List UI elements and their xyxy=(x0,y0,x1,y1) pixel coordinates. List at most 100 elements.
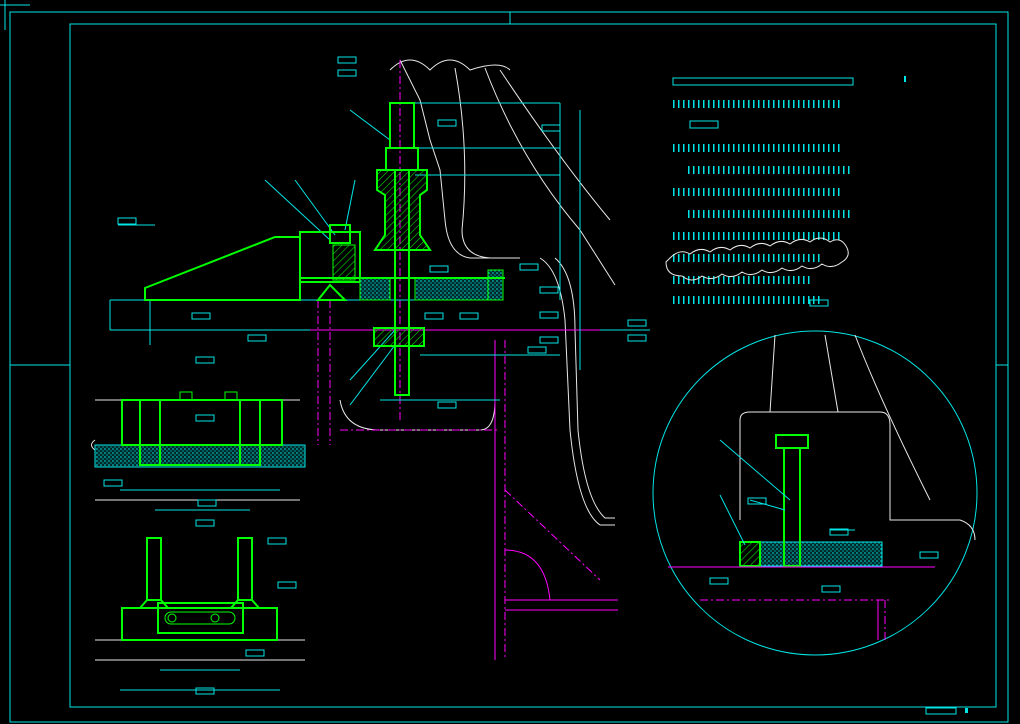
note-glyph xyxy=(778,254,780,262)
note-glyph xyxy=(743,210,745,218)
note-glyph xyxy=(748,210,750,218)
note-glyph xyxy=(718,296,720,304)
note-glyph xyxy=(808,210,810,218)
note-glyph xyxy=(688,188,690,196)
note-glyph xyxy=(838,166,840,174)
note-glyph xyxy=(793,210,795,218)
label-tag xyxy=(195,414,215,422)
note-glyph xyxy=(813,254,815,262)
note-glyph xyxy=(818,210,820,218)
note-glyph xyxy=(818,144,820,152)
note-glyph xyxy=(798,144,800,152)
note-glyph xyxy=(768,166,770,174)
note-glyph xyxy=(778,276,780,284)
note-glyph xyxy=(828,210,830,218)
note-glyph xyxy=(803,254,805,262)
note-glyph xyxy=(848,210,850,218)
note-glyph xyxy=(753,188,755,196)
note-glyph xyxy=(788,144,790,152)
note-glyph xyxy=(743,254,745,262)
clamp-assembly-main xyxy=(144,224,505,301)
label-tag xyxy=(437,119,457,127)
note-glyph xyxy=(673,296,675,304)
note-glyph xyxy=(713,210,715,218)
note-glyph xyxy=(688,100,690,108)
note-glyph xyxy=(783,144,785,152)
note-glyph xyxy=(793,166,795,174)
note-glyph xyxy=(748,254,750,262)
note-glyph xyxy=(753,166,755,174)
note-glyph xyxy=(733,166,735,174)
note-glyph xyxy=(753,232,755,240)
note-glyph xyxy=(713,188,715,196)
note-glyph xyxy=(803,232,805,240)
note-glyph xyxy=(738,188,740,196)
note-glyph xyxy=(718,210,720,218)
note-glyph xyxy=(788,296,790,304)
note-glyph xyxy=(758,276,760,284)
note-glyph xyxy=(738,296,740,304)
note-glyph xyxy=(828,188,830,196)
note-glyph xyxy=(733,296,735,304)
note-glyph xyxy=(808,188,810,196)
note-glyph xyxy=(703,232,705,240)
note-glyph xyxy=(773,144,775,152)
label-tag xyxy=(541,124,561,132)
note-glyph xyxy=(733,144,735,152)
note-glyph xyxy=(708,232,710,240)
note-glyph xyxy=(798,166,800,174)
note-glyph xyxy=(718,100,720,108)
note-glyph xyxy=(738,232,740,240)
note-glyph xyxy=(818,100,820,108)
note-glyph xyxy=(743,166,745,174)
note-glyph xyxy=(823,188,825,196)
note-glyph xyxy=(698,144,700,152)
note-glyph xyxy=(803,296,805,304)
note-glyph xyxy=(808,276,810,284)
note-glyph xyxy=(788,232,790,240)
note-glyph xyxy=(728,210,730,218)
note-glyph xyxy=(683,188,685,196)
note-glyph xyxy=(693,144,695,152)
note-glyph xyxy=(748,188,750,196)
note-glyph xyxy=(808,100,810,108)
note-glyph xyxy=(823,144,825,152)
note-glyph xyxy=(783,296,785,304)
note-glyph xyxy=(703,144,705,152)
note-glyph xyxy=(773,210,775,218)
note-glyph xyxy=(723,210,725,218)
note-glyph xyxy=(713,144,715,152)
note-glyph xyxy=(738,276,740,284)
note-glyph xyxy=(708,100,710,108)
note-glyph xyxy=(733,254,735,262)
note-glyph xyxy=(828,232,830,240)
note-glyph xyxy=(723,296,725,304)
note-glyph xyxy=(828,144,830,152)
label-tag xyxy=(459,312,479,320)
label-tag xyxy=(539,286,559,294)
note-glyph xyxy=(803,166,805,174)
note-glyph xyxy=(818,188,820,196)
note-glyph xyxy=(803,144,805,152)
note-glyph xyxy=(778,188,780,196)
note-glyph xyxy=(718,254,720,262)
label-tag xyxy=(245,649,265,657)
note-glyph xyxy=(773,100,775,108)
note-glyph xyxy=(813,210,815,218)
note-glyph xyxy=(703,296,705,304)
dimension-lines xyxy=(109,102,650,406)
note-glyph xyxy=(808,144,810,152)
note-glyph xyxy=(688,166,690,174)
note-glyph xyxy=(813,166,815,174)
note-glyph xyxy=(718,276,720,284)
label-tag xyxy=(821,585,841,593)
note-glyph xyxy=(713,254,715,262)
note-glyph xyxy=(693,232,695,240)
note-glyph xyxy=(798,254,800,262)
label-tag xyxy=(191,312,211,320)
note-glyph xyxy=(738,210,740,218)
label-tag xyxy=(424,312,444,320)
note-glyph xyxy=(693,210,695,218)
label-tag xyxy=(437,401,457,409)
